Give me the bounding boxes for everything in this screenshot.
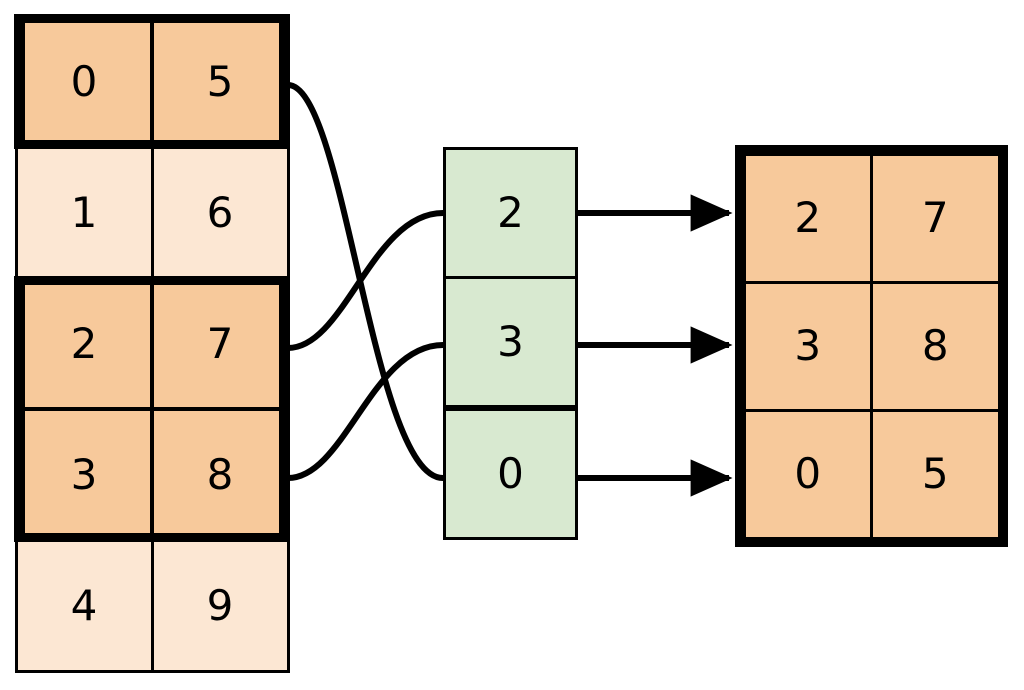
source-table: 0 5 1 6 2 7 3 [14,14,290,673]
table-cell: 9 [150,538,290,673]
table-cell: 1 [14,145,154,280]
table-row: 2 7 [14,276,290,411]
table-cell: 3 [742,280,873,412]
cell-value: 0 [794,449,822,498]
table-row: 0 5 [14,14,290,149]
index-cell: 0 [443,408,578,540]
table-cell: 0 [14,14,154,149]
cell-value: 1 [70,187,98,237]
table-cell: 4 [14,538,154,673]
table-cell: 2 [742,152,873,284]
index-column: 2 3 0 [443,147,578,543]
cell-value: 7 [921,193,949,242]
connector-curve-row2 [285,210,446,351]
table-cell: 8 [870,280,1001,412]
table-cell: 5 [870,408,1001,540]
cell-value: 5 [921,449,949,498]
table-row: 4 9 [14,538,290,673]
connector-curve-row3 [285,342,446,481]
table-row: 3 8 [14,407,290,542]
cell-value: 8 [206,449,234,499]
cell-value: 0 [70,56,98,106]
cell-value: 2 [497,188,524,237]
table-cell: 7 [870,152,1001,284]
cell-value: 5 [206,56,234,106]
table-row: 2 7 [742,152,1001,284]
cell-value: 3 [497,317,524,366]
cell-value: 2 [70,318,98,368]
cell-value: 8 [921,321,949,370]
result-table: 2 7 3 8 0 5 [735,145,1008,547]
cell-value: 7 [206,318,234,368]
table-cell: 3 [14,407,154,542]
table-row: 1 6 [14,145,290,280]
cell-value: 9 [206,580,234,630]
table-cell: 6 [150,145,290,280]
cell-value: 0 [497,449,524,498]
index-cell: 2 [443,147,578,279]
table-cell: 0 [742,408,873,540]
cell-value: 3 [70,449,98,499]
connector-curve-row0 [285,82,446,481]
table-row: 0 5 [742,408,1001,540]
table-cell: 5 [150,14,290,149]
cell-value: 2 [794,193,822,242]
cell-value: 4 [70,580,98,630]
cell-value: 6 [206,187,234,237]
table-cell: 7 [150,276,290,411]
index-cell: 3 [443,276,578,408]
table-cell: 2 [14,276,154,411]
table-cell: 8 [150,407,290,542]
table-row: 3 8 [742,280,1001,412]
cell-value: 3 [794,321,822,370]
